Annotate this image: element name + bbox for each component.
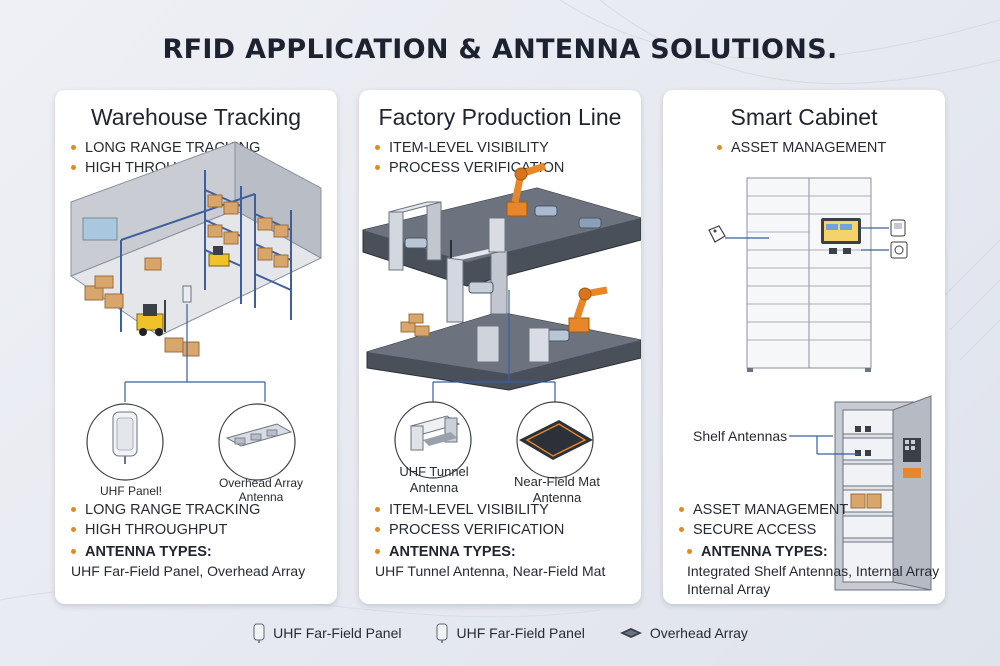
antenna-label-uhf-panel: UHF Panel!: [99, 484, 163, 498]
antenna-types-heading: ANTENNA TYPES:: [687, 542, 949, 562]
lock-module-icon: [890, 241, 908, 259]
near-field-mat-antenna-icon: [519, 420, 593, 460]
bullet-item: SECURE ACCESS: [679, 520, 848, 540]
uhf-panel-antenna-icon: [436, 623, 448, 643]
bullet-item: ITEM-LEVEL VISIBILITY: [375, 500, 564, 520]
antenna-types: ANTENNA TYPES: UHF Far-Field Panel, Over…: [71, 542, 333, 580]
legend-item: Overhead Array: [619, 625, 748, 641]
card-warehouse-tracking: Warehouse Tracking LONG RANGE TRACKING H…: [55, 90, 337, 604]
overhead-array-antenna-icon: [619, 628, 642, 638]
bullet-item: ITEM-LEVEL VISIBILITY: [375, 138, 564, 158]
bullet-item: ASSET MANAGEMENT: [717, 138, 886, 158]
rfid-tag-icon: [708, 225, 769, 243]
top-bullet-list: ASSET MANAGEMENT: [717, 138, 886, 158]
card-smart-cabinet: Smart Cabinet ASSET MANAGEMENT: [663, 90, 945, 604]
legend-item: UHF Far-Field Panel: [435, 622, 585, 644]
card-title: Warehouse Tracking: [90, 104, 302, 130]
uhf-panel-antenna-icon: [253, 623, 265, 643]
legend: UHF Far-Field Panel UHF Far-Field Panel …: [0, 620, 1000, 646]
uhf-tunnel-gate-center: [446, 240, 508, 323]
uhf-tunnel-antenna-icon: [409, 415, 461, 451]
bullet-list: ITEM-LEVEL VISIBILITY PROCESS VERIFICATI…: [375, 500, 564, 540]
bullet-item: PROCESS VERIFICATION: [375, 520, 564, 540]
shelf-antennas-label: Shelf Antennas: [693, 428, 788, 444]
reader-module-icon: [890, 219, 906, 237]
forklift-icon: [136, 300, 166, 336]
card-title: Factory Production Line: [378, 104, 622, 130]
factory-illustration: [362, 162, 641, 479]
antenna-label-uhf-tunnel: UHF Tunnel Antenna: [399, 464, 469, 495]
bullet-item: HIGH THROUGHPUT: [71, 520, 260, 540]
warehouse-illustration: [69, 141, 323, 481]
antenna-label-near-field-mat: Near-Field Mat Antenna: [514, 474, 600, 505]
antenna-types: ANTENNA TYPES: Integrated Shelf Antennas…: [687, 542, 949, 598]
uhf-tunnel-gate: [388, 201, 442, 271]
bullet-list: ASSET MANAGEMENT SECURE ACCESS: [679, 500, 848, 540]
page-title: RFID APPLICATION & ANTENNA SOLUTIONS.: [162, 34, 838, 65]
antenna-types-value: Integrated Shelf Antennas, Internal Arra…: [687, 563, 940, 597]
overhead-array-antenna-icon: [225, 423, 293, 447]
antenna-label-overhead-array: Overhead Array Antenna: [218, 476, 304, 504]
smart-cabinet-illustration: [708, 177, 932, 591]
bullet-item: LONG RANGE TRACKING: [71, 500, 260, 520]
bullet-item: ASSET MANAGEMENT: [679, 500, 848, 520]
legend-label: Overhead Array: [649, 625, 748, 641]
legend-label: UHF Far-Field Panel: [273, 625, 402, 641]
antenna-types: ANTENNA TYPES: UHF Tunnel Antenna, Near-…: [375, 542, 637, 580]
open-cabinet-illustration: [834, 395, 932, 591]
card-factory-production-line: Factory Production Line ITEM-LEVEL VISIB…: [359, 90, 641, 604]
antenna-types-value: UHF Far-Field Panel, Overhead Array: [71, 563, 306, 579]
card-title: Smart Cabinet: [730, 104, 878, 130]
touch-screen-icon: [821, 218, 861, 254]
antenna-types-heading: ANTENNA TYPES:: [71, 542, 333, 562]
antenna-types-value: UHF Tunnel Antenna, Near-Field Mat: [375, 563, 606, 579]
antenna-types-heading: ANTENNA TYPES:: [375, 542, 637, 562]
uhf-panel-antenna-icon: [112, 411, 138, 464]
legend-item: UHF Far-Field Panel: [252, 622, 401, 644]
bullet-list: LONG RANGE TRACKING HIGH THROUGHPUT: [71, 500, 260, 540]
legend-label: UHF Far-Field Panel: [456, 625, 585, 641]
